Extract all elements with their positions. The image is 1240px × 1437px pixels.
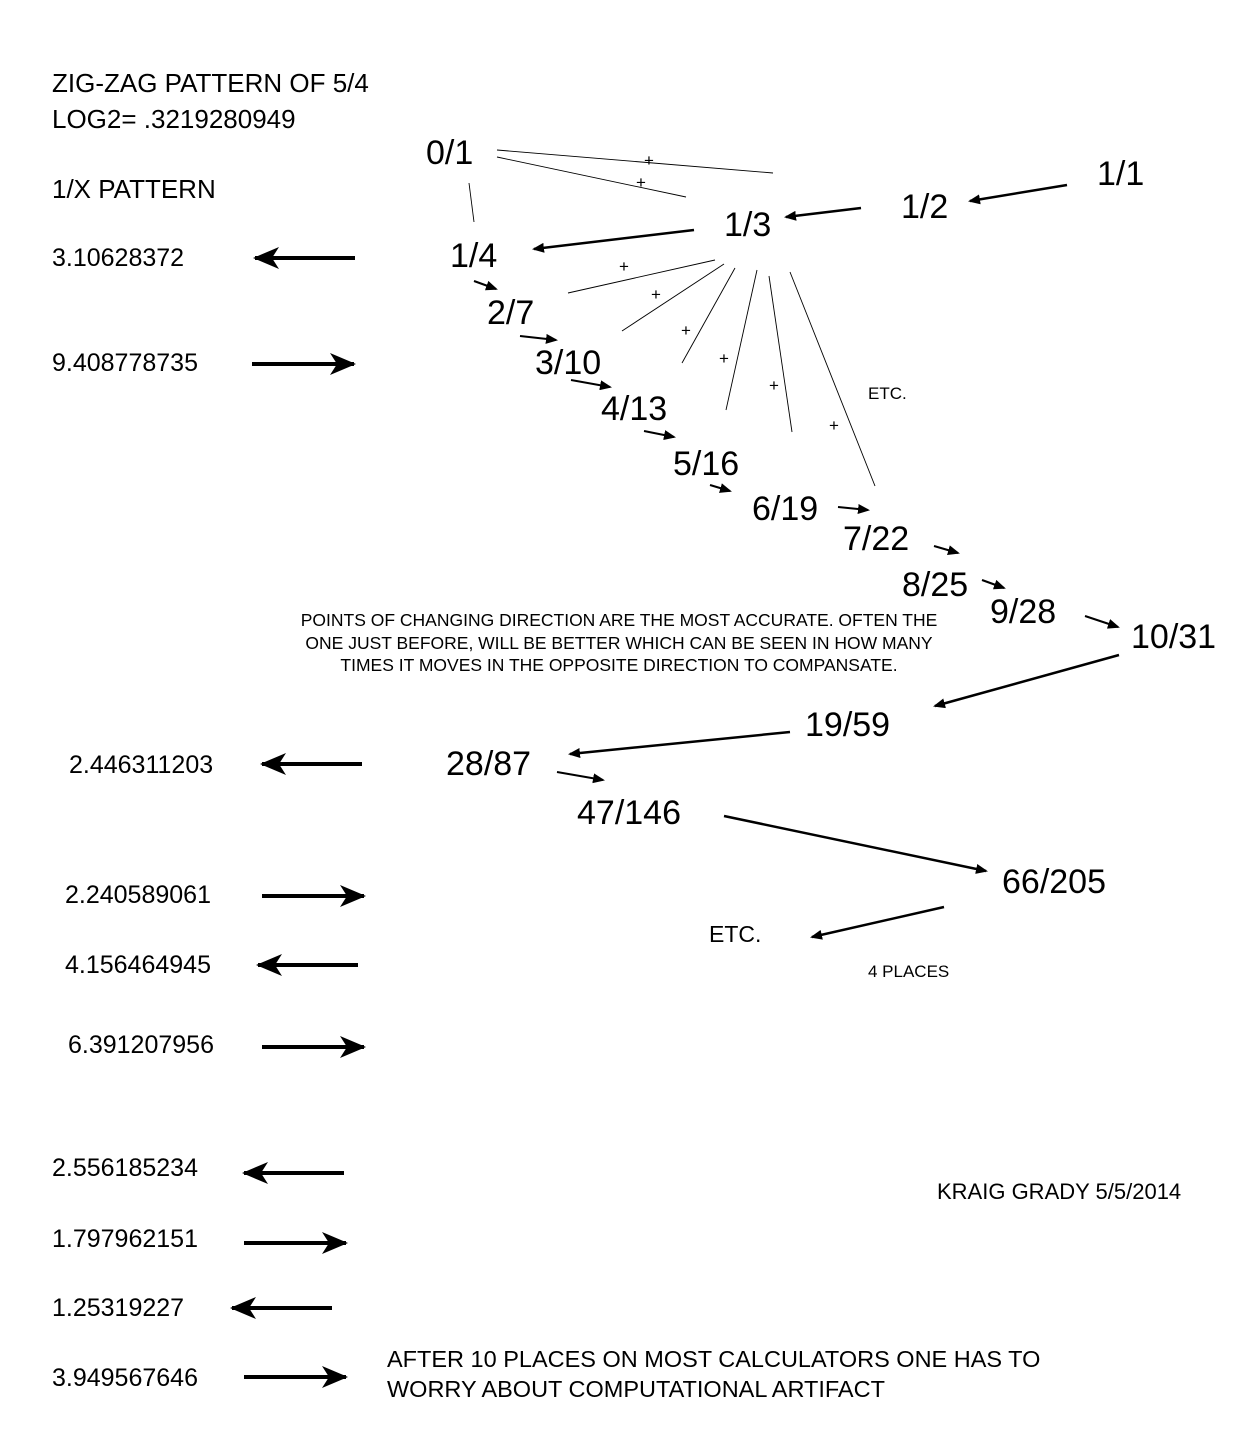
plus-sign: + (651, 285, 661, 304)
step-arrows (473, 280, 1120, 784)
value-3: 2.446311203 (69, 751, 214, 779)
etc-label-large: ETC. (709, 921, 762, 947)
fraction-2-7: 2/7 (487, 294, 535, 332)
fraction-10-31: 10/31 (1131, 618, 1217, 656)
fraction-5-16: 5/16 (673, 445, 740, 483)
major-arrows (532, 183, 1120, 940)
plus-sign: + (636, 173, 646, 192)
diagram-title: ZIG-ZAG PATTERN OF 5/4 (52, 68, 369, 98)
places-label: 4 PLACES (868, 962, 950, 981)
plus-sign: + (681, 321, 691, 340)
fraction-4-13: 4/13 (601, 390, 668, 428)
pattern-label: 1/X PATTERN (52, 174, 216, 204)
plus-sign: + (644, 151, 654, 170)
plus-sign: + (719, 349, 729, 368)
fraction-6-19: 6/19 (752, 490, 819, 528)
fraction-8-25: 8/25 (902, 566, 969, 604)
footer-note: AFTER 10 PLACES ON MOST CALCULATORS ONE … (387, 1346, 1041, 1402)
value-8: 1.797962151 (52, 1225, 198, 1253)
value-10: 3.949567646 (52, 1364, 198, 1392)
value-1: 3.10628372 (52, 244, 185, 272)
etc-label-small: ETC. (868, 384, 907, 403)
value-9: 1.25319227 (52, 1294, 185, 1322)
construction-lines (468, 149, 876, 487)
fraction-7-22: 7/22 (843, 520, 910, 558)
fraction-3-10: 3/10 (535, 344, 602, 382)
author-signature: KRAIG GRADY 5/5/2014 (937, 1179, 1182, 1204)
plus-sign: + (619, 257, 629, 276)
fraction-28-87: 28/87 (446, 745, 532, 783)
accuracy-note: POINTS OF CHANGING DIRECTION ARE THE MOS… (300, 610, 938, 675)
plus-sign: + (769, 376, 779, 395)
value-2: 9.408778735 (52, 349, 198, 377)
fraction-47-146: 47/146 (577, 794, 681, 832)
fraction-1-1: 1/1 (1097, 155, 1145, 193)
value-4: 2.240589061 (65, 881, 211, 909)
fraction-66-205: 66/205 (1002, 863, 1106, 901)
fraction-19-59: 19/59 (805, 706, 891, 744)
plus-sign: + (829, 416, 839, 435)
fraction-1-2: 1/2 (901, 188, 949, 226)
value-7: 2.556185234 (52, 1154, 198, 1182)
log-value: LOG2= .3219280949 (52, 104, 296, 134)
value-6: 6.391207956 (68, 1031, 214, 1059)
fraction-9-28: 9/28 (990, 593, 1057, 631)
fraction-0-1: 0/1 (426, 134, 474, 172)
fraction-1-3: 1/3 (724, 206, 772, 244)
fraction-1-4: 1/4 (450, 237, 498, 275)
value-5: 4.156464945 (65, 951, 211, 979)
